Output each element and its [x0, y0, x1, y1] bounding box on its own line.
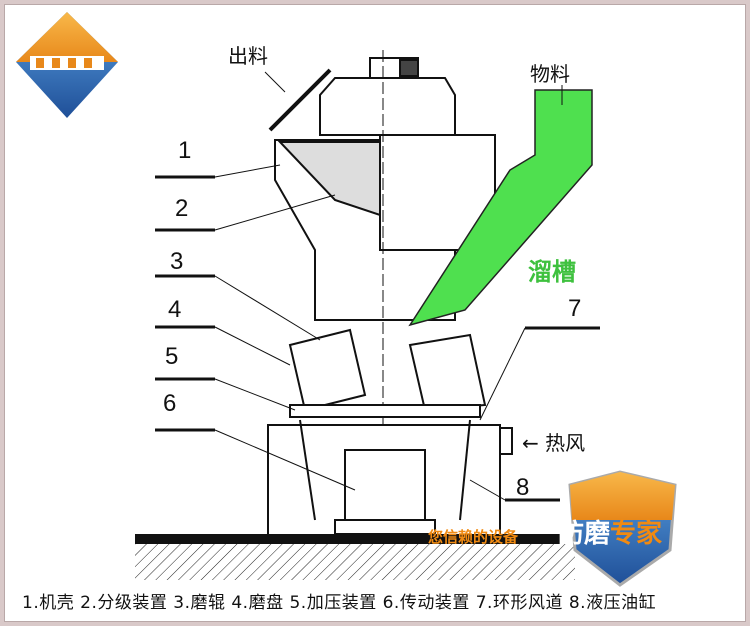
watermark-shield-icon: [568, 470, 677, 587]
watermark-suffix: 专家: [610, 519, 663, 549]
outlet-label: 出料: [228, 44, 268, 68]
legend-caption: 1.机壳 2.分级装置 3.磨辊 4.磨盘 5.加压装置 6.传动装置 7.环形…: [22, 593, 657, 613]
foundation: [135, 534, 575, 580]
watermark-prefix: 您信赖的设备: [428, 528, 519, 546]
label-7: 7: [568, 295, 582, 322]
label-5: 5: [165, 343, 179, 370]
material-label: 物料: [530, 62, 570, 86]
watermark-main: 防磨: [558, 519, 611, 549]
leader-lines: [155, 175, 600, 502]
label-8: 8: [516, 474, 530, 501]
hot-air-label: ← 热风: [522, 431, 586, 455]
chute-label: 溜槽: [528, 258, 576, 286]
label-1: 1: [178, 137, 192, 164]
logo-icon: [16, 12, 118, 118]
mill-body: [267, 50, 513, 540]
watermark: 您信赖的设备 防磨专家: [428, 513, 662, 550]
chute: [408, 89, 593, 327]
label-4: 4: [168, 296, 182, 323]
label-6: 6: [163, 390, 177, 417]
label-2: 2: [175, 195, 189, 222]
label-3: 3: [170, 248, 184, 275]
